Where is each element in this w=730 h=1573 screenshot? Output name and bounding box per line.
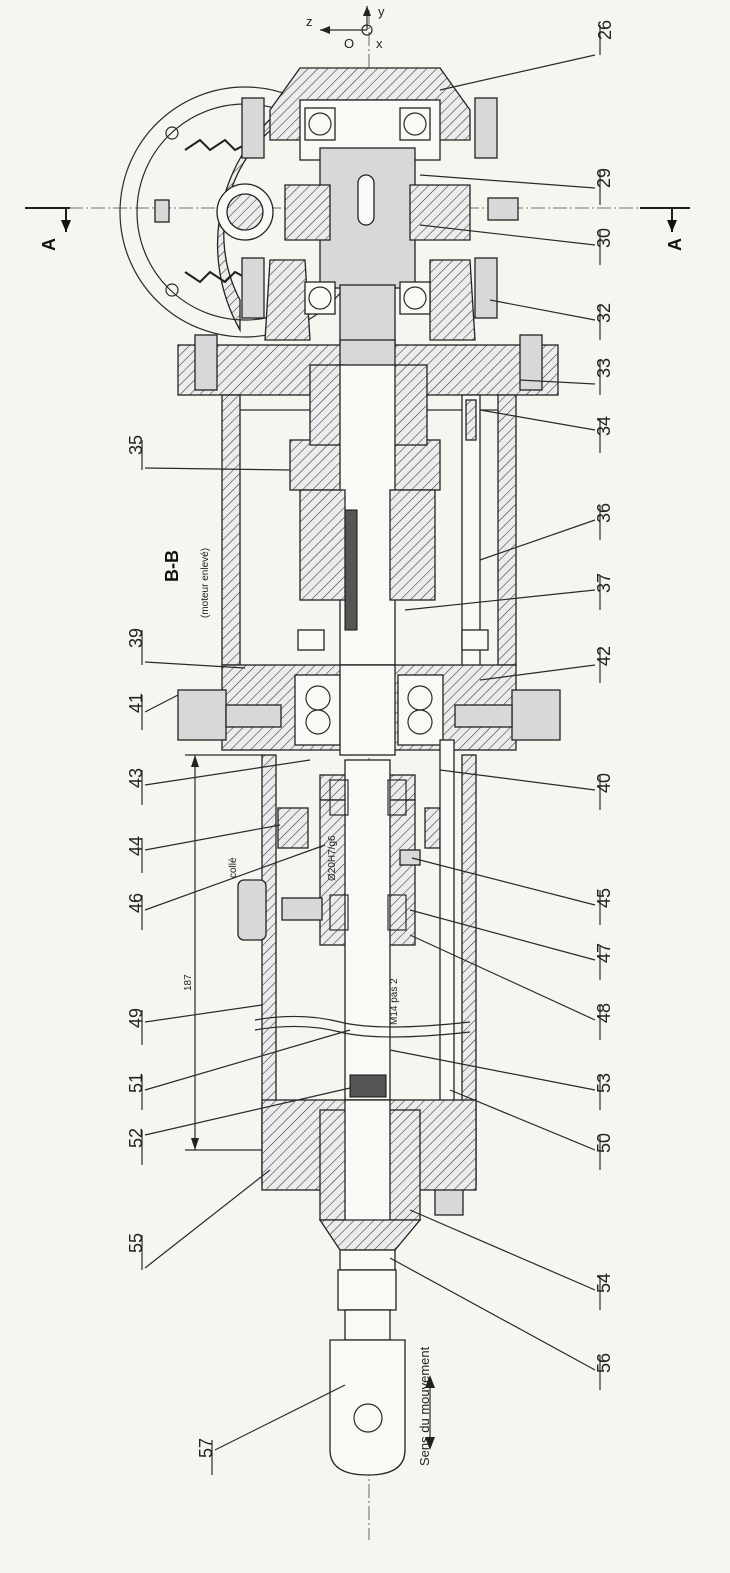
callout-43: 43 — [126, 768, 146, 788]
callout-55: 55 — [126, 1233, 146, 1253]
axis-o-label: O — [344, 36, 354, 51]
callout-37: 37 — [594, 573, 614, 593]
callout-39: 39 — [126, 628, 146, 648]
gear-housing — [241, 67, 519, 361]
callout-46: 46 — [126, 893, 146, 913]
section-title: B-B — [162, 550, 182, 582]
callout-29: 29 — [594, 168, 614, 188]
coordinate-marker: z y x O — [306, 4, 385, 51]
axis-x-label: x — [376, 36, 383, 51]
callout-48: 48 — [594, 1003, 614, 1023]
callouts-left: 35 39 41 43 44 46 49 51 52 55 57 — [126, 435, 216, 1475]
callout-33: 33 — [594, 358, 614, 378]
callout-50: 50 — [594, 1133, 614, 1153]
section-letter-left: A — [39, 238, 59, 251]
callout-53: 53 — [594, 1073, 614, 1093]
axis-y-label: y — [378, 4, 385, 19]
thread-note: M14 pas 2 — [389, 978, 400, 1025]
callout-45: 45 — [594, 888, 614, 908]
leaders-right — [389, 54, 596, 1371]
lower-cylinder — [237, 739, 477, 1251]
callouts-right: 26 29 30 32 33 34 36 37 42 40 45 47 48 5… — [594, 20, 615, 1390]
rod-end — [329, 1249, 435, 1476]
leaders-left — [144, 467, 351, 1451]
bearing-plate — [177, 664, 561, 756]
callout-26: 26 — [595, 20, 615, 40]
callout-47: 47 — [594, 943, 614, 963]
callout-40: 40 — [594, 773, 614, 793]
worm-wheel — [119, 86, 371, 338]
dimension-value: 187 — [183, 974, 194, 991]
motion-note: Sens du mouvement — [417, 1346, 432, 1466]
callout-54: 54 — [594, 1273, 614, 1293]
callout-51: 51 — [126, 1073, 146, 1093]
callout-34: 34 — [594, 416, 614, 436]
callout-56: 56 — [594, 1353, 614, 1373]
callout-32: 32 — [594, 303, 614, 323]
section-letter-right: A — [665, 238, 685, 251]
callout-42: 42 — [594, 646, 614, 666]
axis-z-label: z — [306, 14, 313, 29]
glued-note: collé — [228, 857, 239, 878]
section-subtitle: (moteur enlevé) — [200, 548, 211, 618]
callout-30: 30 — [594, 228, 614, 248]
callout-41: 41 — [126, 693, 146, 713]
dimension-187: 187 — [183, 754, 262, 1151]
callout-35: 35 — [126, 435, 146, 455]
callout-44: 44 — [126, 836, 146, 856]
upper-cylinder — [221, 364, 517, 686]
fit-note: Ø20H7/g6 — [327, 835, 338, 881]
section-marker-right: A — [640, 207, 690, 251]
callout-52: 52 — [126, 1128, 146, 1148]
callout-57: 57 — [196, 1438, 216, 1458]
callout-49: 49 — [126, 1008, 146, 1028]
section-marker-left: A — [25, 207, 71, 251]
callout-36: 36 — [594, 503, 614, 523]
